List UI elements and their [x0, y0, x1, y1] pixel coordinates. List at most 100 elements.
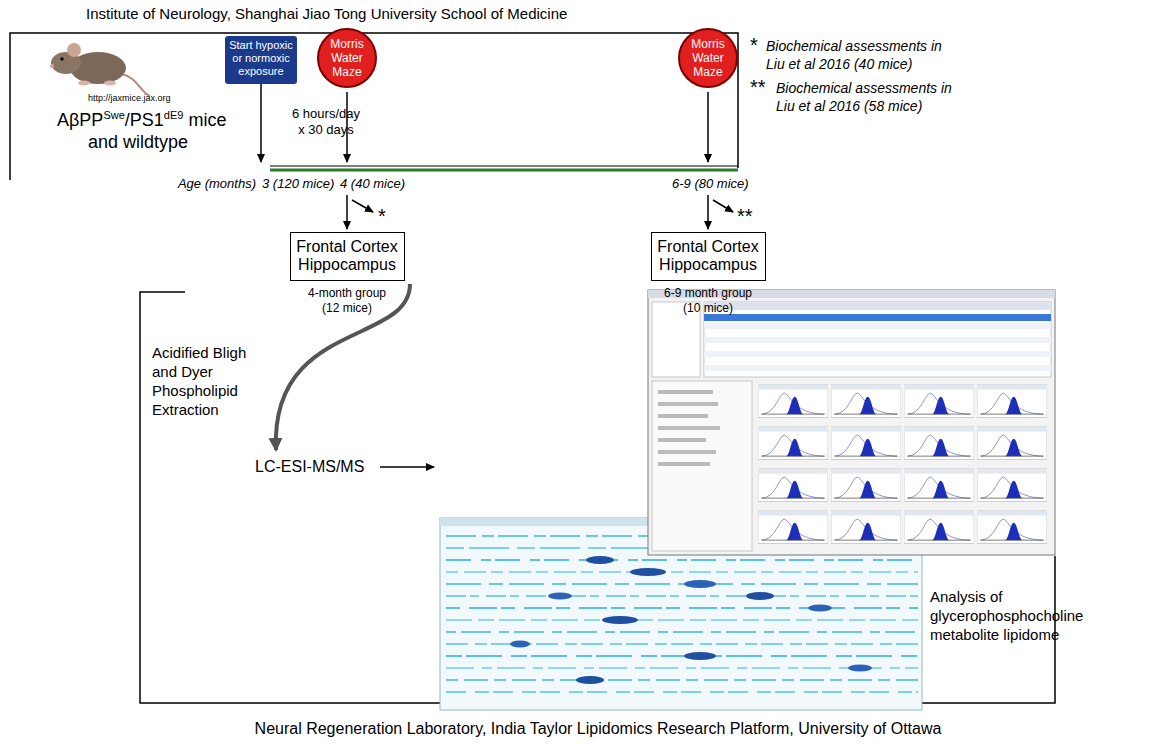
age-label-wrap: 4 (40 mice)	[340, 176, 405, 192]
url-label-wrap: http://jaxmice.jax.org	[88, 93, 171, 104]
software-screenshot	[977, 468, 1047, 501]
software-screenshot	[658, 426, 720, 430]
software-screenshot	[658, 402, 718, 406]
software-screenshot	[704, 314, 1051, 321]
ms-heatmap	[630, 568, 666, 576]
node-text-group: Start hypoxic or normoxic exposure	[228, 39, 294, 78]
analysis-label-wrap: Analysis of glycerophosphocholine metabo…	[930, 587, 1092, 644]
ms-heatmap	[446, 571, 918, 573]
ms-heatmap	[446, 679, 918, 681]
software-screenshot	[758, 426, 828, 459]
node-text-group: Morris Water Maze	[685, 37, 731, 79]
axis-label-wrap: Age (months)	[166, 176, 256, 192]
ms-heatmap	[510, 641, 530, 648]
ms-heatmap	[602, 616, 638, 624]
timeline-line	[270, 165, 738, 166]
mouse-illustration	[67, 43, 81, 57]
software-screenshot	[704, 323, 1051, 329]
institution-label-wrap: Institute of Neurology, Shanghai Jiao To…	[86, 5, 567, 23]
software-screenshot	[648, 290, 1055, 555]
software-screenshot	[704, 302, 1051, 310]
software-screenshot	[758, 384, 828, 417]
software-screenshot	[758, 510, 828, 543]
strain-label-wrap: AβPPSwe/PS1dE9 mice	[57, 108, 226, 134]
software-screenshot	[904, 384, 974, 417]
age-label-wrap: 3 (120 mice)	[262, 176, 334, 192]
mouse-illustration	[78, 81, 90, 86]
software-screenshot	[831, 426, 901, 459]
footnote-mark-wrap: *	[750, 33, 758, 57]
superscript-label: dE9	[164, 109, 184, 121]
ms-heatmap	[808, 605, 832, 612]
footnote-text-wrap: Biochemical assessments in Liu et al 201…	[776, 79, 966, 115]
mouse-illustration	[60, 57, 64, 61]
footnote-mark-wrap: *	[378, 204, 386, 228]
node-text-group: Frontal Cortex Hippocampus	[296, 238, 399, 274]
ms-heatmap	[576, 676, 604, 684]
footnote-mark-wrap: **	[737, 204, 753, 228]
age-label: 4 (40 mice)	[340, 176, 405, 192]
age-label: 6-9 (80 mice)	[672, 176, 749, 192]
strain-label: mice	[188, 110, 226, 130]
superscript-label: Swe	[103, 109, 124, 121]
software-screenshot	[658, 390, 713, 394]
node-text-group: Morris Water Maze	[324, 37, 370, 79]
ms-heatmap	[684, 652, 716, 660]
ms-heatmap	[446, 631, 918, 633]
method-label: Acidified Bligh and Dyer Phospholipid Ex…	[152, 343, 258, 419]
timeline-line	[270, 169, 738, 172]
footnote-mark-wrap: **	[750, 75, 766, 99]
axis-label: Age (months)	[166, 176, 256, 192]
arrow-line	[707, 92, 709, 162]
arrow-line	[260, 84, 262, 162]
node-label: Frontal Cortex Hippocampus	[657, 238, 760, 274]
ms-heatmap	[548, 593, 572, 600]
analysis-label: Analysis of glycerophosphocholine metabo…	[930, 587, 1092, 644]
footnote-mark: **	[750, 75, 766, 99]
software-screenshot	[704, 365, 1051, 371]
group-label-wrap: 6-9 month group (10 mice)	[657, 286, 759, 316]
method-label: LC-ESI-MS/MS	[255, 457, 364, 476]
software-screenshot	[831, 510, 901, 543]
tissue-box: Frontal Cortex Hippocampus	[290, 232, 405, 281]
software-screenshot	[658, 438, 706, 442]
ms-heatmap	[446, 619, 918, 621]
software-screenshot	[658, 414, 708, 418]
strain-label-wrap: and wildtype	[73, 131, 203, 153]
footnote-text-wrap: Biochemical assessments in Liu et al 201…	[766, 37, 956, 73]
ms-heatmap	[446, 607, 918, 609]
software-screenshot	[658, 450, 716, 454]
test-circle: Morris Water Maze	[678, 28, 738, 88]
method-label-wrap: Acidified Bligh and Dyer Phospholipid Ex…	[152, 343, 258, 419]
strain-label: AβPP	[57, 110, 103, 130]
ms-heatmap	[446, 559, 918, 561]
url-label: http://jaxmice.jax.org	[88, 93, 171, 104]
software-screenshot	[758, 468, 828, 501]
ms-heatmap	[446, 655, 918, 657]
ms-heatmap	[848, 665, 872, 672]
group-label: 4-month group (12 mice)	[300, 286, 394, 316]
ms-heatmap	[586, 556, 614, 564]
footnote-mark: *	[750, 33, 758, 57]
mouse-illustration	[50, 43, 150, 96]
method-label-wrap: LC-ESI-MS/MS	[255, 457, 364, 476]
software-screenshot	[704, 337, 1051, 343]
software-screenshot	[904, 468, 974, 501]
node-label: Morris Water Maze	[324, 37, 370, 79]
group-label-wrap: 4-month group (12 mice)	[300, 286, 394, 316]
protocol-label: 6 hours/day x 30 days	[289, 106, 363, 138]
software-screenshot	[831, 384, 901, 417]
arrow-line	[352, 200, 373, 212]
institution-label: Institute of Neurology, Shanghai Jiao To…	[86, 5, 567, 23]
node-text-group: Frontal Cortex Hippocampus	[657, 238, 760, 274]
arrow-line	[346, 195, 348, 229]
software-screenshot	[977, 426, 1047, 459]
strain-label: /PS1	[125, 110, 164, 130]
footnote-text: Biochemical assessments in Liu et al 201…	[776, 79, 966, 115]
software-screenshot	[977, 510, 1047, 543]
footnote-mark: *	[378, 204, 386, 228]
software-screenshot	[652, 381, 752, 551]
software-screenshot	[904, 510, 974, 543]
node-label: Start hypoxic or normoxic exposure	[228, 39, 294, 78]
